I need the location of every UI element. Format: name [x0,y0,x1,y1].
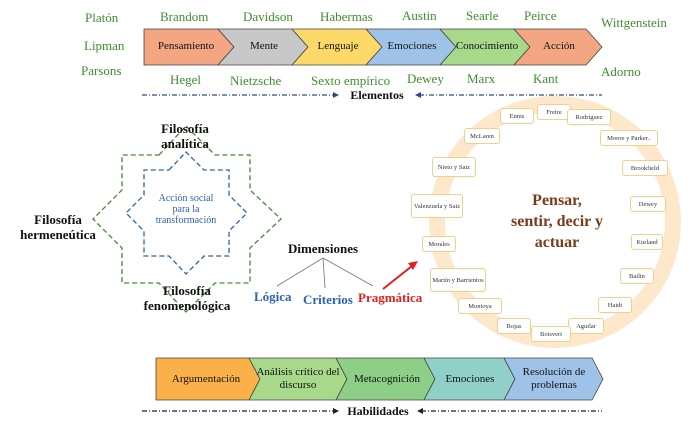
star-outer [92,125,282,313]
element-label-accion: Acción [543,40,575,52]
skills-left-arrowhead [333,408,339,414]
author-wittgenstein: Wittgenstein [601,15,667,30]
element-label-mente: Mente [249,40,279,52]
circle-center-line3: actuar [534,234,580,251]
skill-label-argumentacion: Argumentación [171,373,241,385]
author-sexto-empirico: Sexto empírico [311,73,391,88]
star-center-line1: Acción social [158,193,214,204]
author-habermas: Habermas [320,9,373,24]
author-kant: Kant [533,71,559,86]
circle-author-box: Haidt [598,297,632,313]
circle-author-box: Brookfield [622,160,668,176]
author-marx: Marx [467,71,496,86]
skill-label-emociones: Emociones [445,373,495,385]
skills-label: Habilidades [347,404,409,418]
dimensions-title: Dimensiones [287,241,359,256]
star-label-fenomenologica-line2: fenomenológica [143,298,231,313]
skill-label-metacognicion: Metacognición [354,373,420,385]
star-label-fenomenologica: Filosofía fenomenológica [122,283,252,313]
star-label-analitica-line2: analítica [161,136,209,151]
circle-author-box: Boisvert [531,326,571,342]
circle-author-box: Valenzuela y Saiz [411,194,463,218]
pragmatic-arrow-line [382,265,413,290]
skill-label-resolucion: Resolución de problemas [522,366,586,391]
author-brandom: Brandom [160,9,209,24]
circle-author-box: Freire [537,104,571,120]
circle-author-box: Moore y Parker.. [600,130,658,146]
skills-right-arrowhead [417,408,423,414]
circle-author-box: Bailin [620,268,654,284]
connector-criterios [322,257,326,289]
skill-chevron-resolucion [503,357,604,401]
author-adorno: Adorno [601,64,641,79]
author-parsons: Parsons [81,63,122,78]
author-lipman: Lipman [84,38,125,53]
circle-author-box: Rojas [497,318,531,334]
elements-right-arrowhead [415,92,421,98]
circle-author-box: Ennis [500,108,534,124]
element-label-conocimiento: Conocimiento [455,40,519,52]
star-label-hermeneutica-line1: Filosofía [34,212,82,227]
circle-author-box: Dewey [630,196,666,212]
author-dewey: Dewey [407,71,444,86]
star-label-analitica-line1: Filosofía [161,121,209,136]
dimension-pragmatica: Pragmática [358,290,423,305]
pragmatic-arrowhead [408,261,418,270]
connector-logica [276,257,324,287]
circle-author-box: Kurland [631,234,663,250]
element-label-lenguaje: Lenguaje [317,40,359,52]
element-label-emociones: Emociones [387,40,437,52]
circle-author-box: Nieto y Saiz [432,157,476,177]
circle-author-box: McLaren [464,128,500,144]
circle-center-line1: Pensar, [532,192,582,209]
circle-author-box: Morales [422,236,456,252]
author-peirce: Peirce [524,8,557,23]
star-label-hermeneutica-line2: hermeneútica [20,227,96,242]
author-hegel: Hegel [170,72,202,87]
element-chevron-accion [513,28,603,66]
star-inner [125,151,248,275]
elements-label: Elementos [350,88,404,102]
author-davidson: Davidson [243,9,293,24]
circle-author-box: Rodríguez [567,109,611,125]
elements-left-arrowhead [333,92,339,98]
star-label-analitica: Filosofía analítica [130,121,240,151]
circle-author-box: Montoya [458,298,502,314]
skill-label-analisis: Análisis crítico del discurso [256,366,340,391]
author-nietzsche: Nietzsche [230,73,282,88]
author-austin: Austin [402,8,437,23]
star-center-label: Acción social para la transformación [136,193,236,226]
connector-pragmatica [322,257,374,287]
circle-author-box: Aguilar [568,318,604,334]
author-platon: Platón [85,10,119,25]
circle-center-line2: sentir, decir y [511,213,603,230]
star-center-line2: para la [172,204,200,215]
star-label-hermeneutica: Filosofía hermeneútica [6,212,110,242]
element-label-pensamiento: Pensamiento [157,40,215,52]
author-searle: Searle [466,8,499,23]
dimension-logica: Lógica [254,289,292,304]
star-label-fenomenologica-line1: Filosofía [163,283,211,298]
star-center-line3: transformación [155,215,217,226]
dimension-criterios: Criterios [303,292,353,307]
circle-center-label: Pensar, sentir, decir y actuar [490,190,624,253]
circle-author-box: Martín y Barrientos [430,268,486,292]
